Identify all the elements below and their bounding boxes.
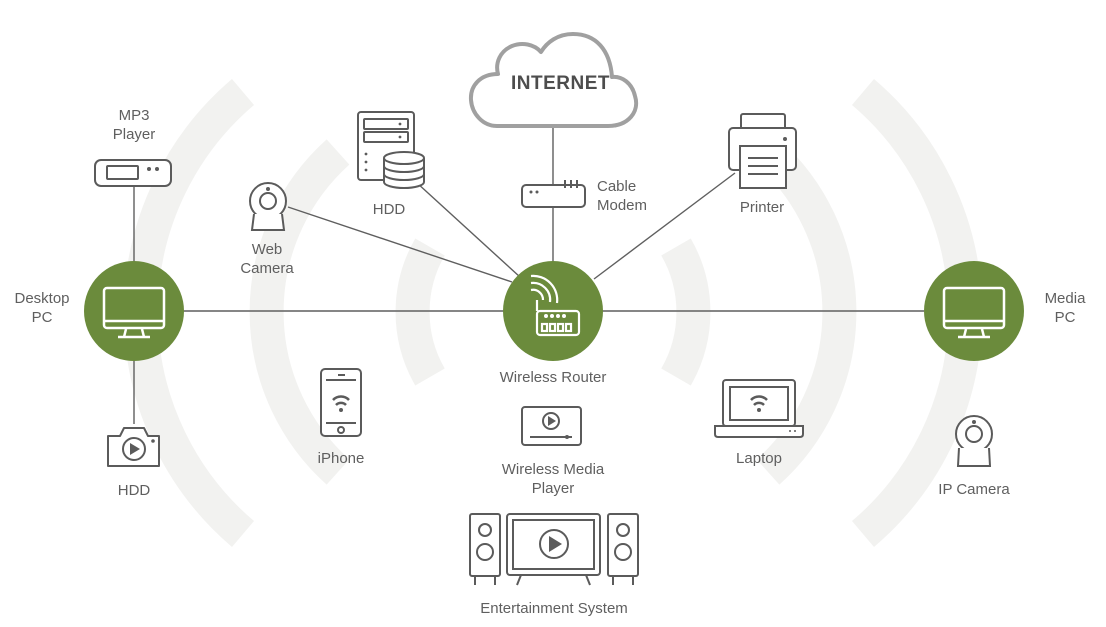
wireless-router-hub bbox=[503, 261, 603, 361]
router-icon bbox=[530, 274, 581, 337]
desktop-pc-label-line1: Desktop bbox=[14, 290, 70, 307]
cable-modem-label-line2: Modem bbox=[597, 197, 648, 214]
server-database-icon bbox=[357, 111, 425, 189]
wireless-media-player-label: Wireless Media Player bbox=[483, 460, 623, 498]
media-player-icon bbox=[521, 406, 582, 446]
desktop-pc-label-line2: PC bbox=[31, 309, 53, 326]
ip-camera-label: IP Camera bbox=[938, 481, 1010, 498]
webcam-icon bbox=[249, 182, 287, 231]
modem-icon bbox=[521, 180, 586, 208]
media-pc-hub bbox=[924, 261, 1024, 361]
laptop-label: Laptop bbox=[736, 450, 782, 467]
cloud-icon bbox=[468, 32, 639, 128]
monitor-icon bbox=[942, 286, 1006, 339]
cable-modem-label-line1: Cable bbox=[597, 178, 637, 195]
line-printer-router bbox=[593, 172, 736, 280]
video-camera-icon bbox=[107, 427, 160, 467]
media-pc-label-line1: Media bbox=[1044, 290, 1086, 307]
wireless-media-player-label-line2: Player bbox=[531, 480, 575, 497]
laptop-wifi-icon bbox=[714, 379, 804, 438]
wifi-waves bbox=[123, 79, 983, 547]
monitor-icon bbox=[102, 286, 166, 339]
mp3-player-icon bbox=[94, 159, 172, 187]
entertainment-system-label: Entertainment System bbox=[480, 600, 628, 617]
line-hdd-router bbox=[404, 171, 521, 278]
media-pc-label-line2: PC bbox=[1054, 309, 1076, 326]
hdd-camera-label: HDD bbox=[117, 482, 151, 499]
line-webcam-router bbox=[287, 206, 513, 283]
printer-label: Printer bbox=[739, 199, 785, 216]
tv-speakers-icon bbox=[469, 513, 639, 586]
mp3-player-label-line2: Player bbox=[112, 126, 156, 143]
desktop-pc-label: Desktop PC bbox=[4, 289, 80, 327]
smartphone-wifi-icon bbox=[320, 368, 362, 437]
wireless-media-player-label-line1: Wireless Media bbox=[501, 461, 605, 478]
web-camera-label-line2: Camera bbox=[240, 260, 294, 277]
mp3-player-label-line1: MP3 bbox=[118, 107, 150, 124]
cable-modem-label: Cable Modem bbox=[597, 177, 647, 215]
hdd-server-label: HDD bbox=[372, 201, 406, 218]
wireless-router-label: Wireless Router bbox=[499, 369, 607, 386]
desktop-pc-hub bbox=[84, 261, 184, 361]
iphone-label: iPhone bbox=[317, 450, 365, 467]
ip-camera-icon bbox=[955, 415, 993, 467]
web-camera-label-line1: Web bbox=[251, 241, 283, 258]
printer-icon bbox=[728, 113, 797, 189]
web-camera-label: Web Camera bbox=[227, 240, 307, 278]
media-pc-label: Media PC bbox=[1030, 289, 1100, 327]
mp3-player-label: MP3 Player bbox=[99, 106, 169, 144]
internet-label: INTERNET bbox=[511, 73, 610, 94]
